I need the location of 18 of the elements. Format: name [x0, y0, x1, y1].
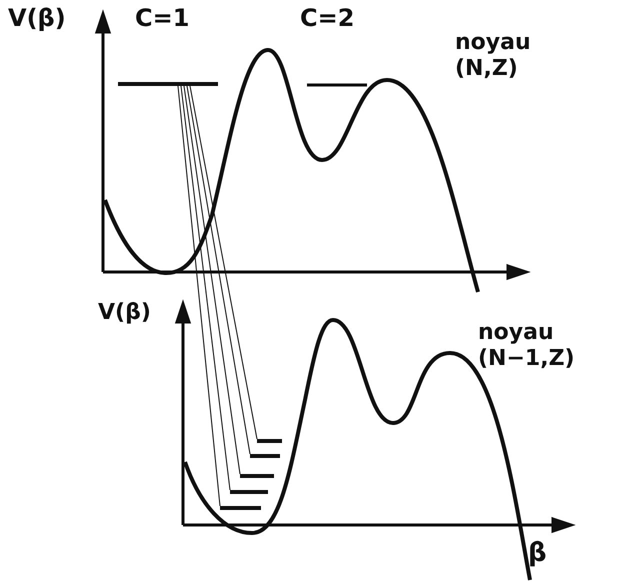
axis-label: β [528, 538, 548, 570]
energy-level-bar [230, 490, 268, 494]
axis-label: C=1 [135, 4, 190, 33]
axis-label: V(β) [98, 300, 152, 326]
energy-level-bar [220, 506, 261, 510]
energy-level-bar [257, 439, 282, 443]
axis-label: noyau (N−1,Z) [478, 320, 576, 373]
transition-line [184, 86, 240, 474]
axis-label: C=2 [300, 4, 356, 33]
transition-line [190, 86, 258, 440]
axis-label: V(β) [8, 4, 67, 33]
axis-label: noyau (N,Z) [455, 30, 532, 83]
energy-level-bar [250, 454, 280, 458]
transition-line [180, 86, 230, 490]
energy-level-bar [240, 474, 274, 478]
transition-line [178, 86, 220, 506]
energy-level-bar [118, 82, 218, 86]
transition-line [186, 86, 250, 454]
